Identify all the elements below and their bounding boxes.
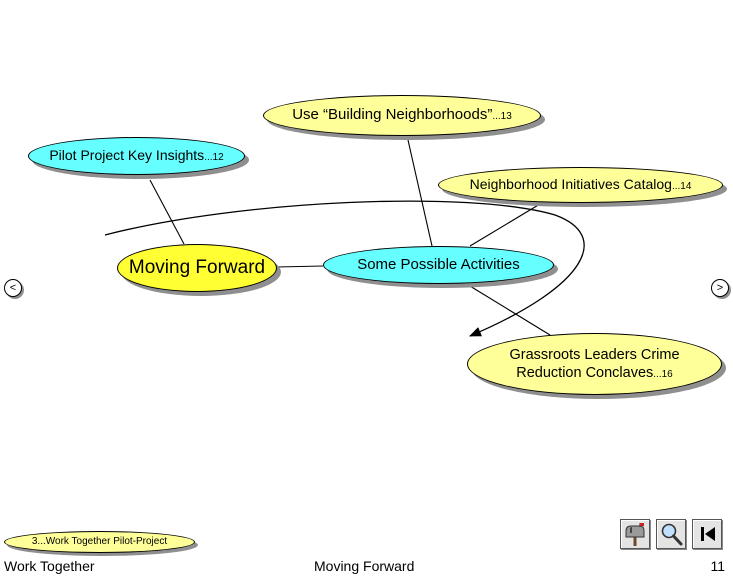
next-arrow-icon: > [716,282,724,294]
node-label: Some Possible Activities [357,255,520,273]
first-page-button[interactable] [692,519,722,549]
connector-catalog [469,203,541,247]
connector-grassroots [464,282,551,336]
node-pilot-project-key-insights[interactable]: Pilot Project Key Insights...12 [28,137,245,175]
page-ref: ...13 [492,111,512,123]
connector-center-activities [275,265,324,268]
magnifier-icon [661,523,683,546]
page-ref: ...12 [204,152,224,164]
node-label: Neighborhood Initiatives Catalog [469,176,672,193]
node-neighborhood-initiatives-catalog[interactable]: Neighborhood Initiatives Catalog...14 [438,167,723,203]
page-ref: ...14 [671,181,692,193]
node-some-possible-activities[interactable]: Some Possible Activities [323,246,554,284]
back-link-work-together-pilot-project[interactable]: 3...Work Together Pilot-Project [4,531,195,553]
page-ref: ...16 [653,369,673,380]
first-page-icon [701,527,715,541]
node-label-line-1: Grassroots Leaders Crime [509,346,680,363]
previous-slide-button[interactable]: < [4,279,22,297]
node-label: Pilot Project Key Insights [49,147,205,164]
flow-arrow [104,200,585,337]
page-number: 11 [710,558,725,574]
node-use-building-neighborhoods[interactable]: Use “Building Neighborhoods”...13 [263,95,541,136]
footer-left-title: Work Together [4,558,95,574]
node-label: Use “Building Neighborhoods” [292,106,493,124]
node-label: Moving Forward [128,257,266,279]
next-slide-button[interactable]: > [711,279,729,297]
mailbox-button[interactable] [620,519,650,549]
footer-center-title: Moving Forward [314,558,415,574]
connector-pilot [149,179,185,245]
connector-building [407,139,433,247]
node-label-line-2: Reduction Conclaves [516,365,654,381]
search-button[interactable] [656,519,686,549]
mailbox-icon [625,523,645,546]
node-moving-forward[interactable]: Moving Forward [117,244,277,292]
node-grassroots-leaders-crime-reduction-conclaves[interactable]: Grassroots Leaders Crime Reduction Concl… [467,333,722,395]
previous-arrow-icon: < [9,282,17,294]
back-link-label: 3...Work Together Pilot-Project [31,535,168,547]
